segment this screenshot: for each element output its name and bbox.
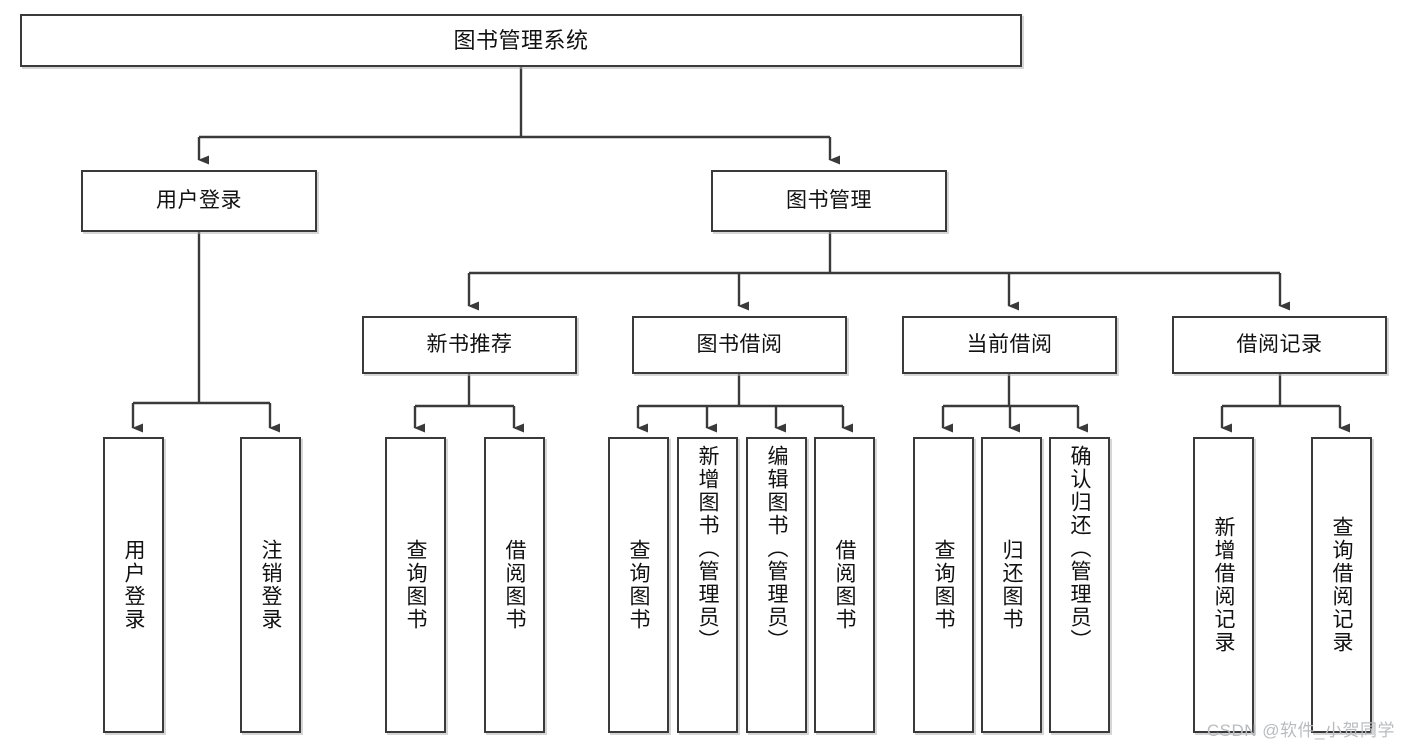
- csdn-watermark: CSDN @软件_小贺同学: [1206, 721, 1395, 740]
- node-user-login-leaf[interactable]: 用户登录: [103, 437, 164, 733]
- node-return-books-label: 归还图书: [1000, 539, 1023, 631]
- node-add-book-admin[interactable]: 新增图书（管理员）: [677, 437, 738, 733]
- node-return-books[interactable]: 归还图书: [981, 437, 1042, 733]
- node-current-borrow[interactable]: 当前借阅: [902, 316, 1117, 374]
- node-borrow-record[interactable]: 借阅记录: [1172, 316, 1387, 374]
- node-query-books-3[interactable]: 查询图书: [913, 437, 974, 733]
- node-edit-book-admin-label: 编辑图书（管理员）: [765, 445, 788, 652]
- node-logout-leaf-label: 注销登录: [259, 539, 282, 631]
- node-borrow-books-1-label: 借阅图书: [503, 539, 526, 631]
- node-new-book-recommend[interactable]: 新书推荐: [362, 316, 577, 374]
- node-confirm-return-admin[interactable]: 确认归还（管理员）: [1049, 437, 1110, 733]
- node-current-borrow-label: 当前借阅: [966, 332, 1053, 356]
- node-query-books-1-label: 查询图书: [404, 539, 427, 631]
- node-edit-book-admin[interactable]: 编辑图书（管理员）: [746, 437, 807, 733]
- node-add-borrow-record-label: 新增借阅记录: [1212, 516, 1235, 654]
- node-query-books-3-label: 查询图书: [932, 539, 955, 631]
- node-book-management[interactable]: 图书管理: [711, 170, 947, 232]
- node-add-book-admin-label: 新增图书（管理员）: [696, 445, 719, 652]
- node-borrow-books-2-label: 借阅图书: [833, 539, 856, 631]
- node-query-borrow-record-label: 查询借阅记录: [1330, 516, 1353, 654]
- node-borrow-books-1[interactable]: 借阅图书: [484, 437, 545, 733]
- node-user-login[interactable]: 用户登录: [81, 170, 317, 232]
- node-logout-leaf[interactable]: 注销登录: [240, 437, 301, 733]
- node-user-login-label: 用户登录: [156, 188, 242, 212]
- node-book-management-label: 图书管理: [786, 188, 872, 212]
- node-book-borrow[interactable]: 图书借阅: [632, 316, 847, 374]
- node-root-label: 图书管理系统: [453, 27, 589, 53]
- node-user-login-leaf-label: 用户登录: [122, 539, 145, 631]
- node-root[interactable]: 图书管理系统: [20, 14, 1022, 67]
- node-new-book-recommend-label: 新书推荐: [426, 332, 513, 356]
- node-borrow-record-label: 借阅记录: [1236, 332, 1323, 356]
- node-query-books-2-label: 查询图书: [627, 539, 650, 631]
- node-query-books-2[interactable]: 查询图书: [608, 437, 669, 733]
- node-book-borrow-label: 图书借阅: [696, 332, 783, 356]
- node-borrow-books-2[interactable]: 借阅图书: [814, 437, 875, 733]
- node-confirm-return-admin-label: 确认归还（管理员）: [1068, 445, 1091, 652]
- node-query-borrow-record[interactable]: 查询借阅记录: [1311, 437, 1372, 733]
- node-add-borrow-record[interactable]: 新增借阅记录: [1193, 437, 1254, 733]
- node-query-books-1[interactable]: 查询图书: [385, 437, 446, 733]
